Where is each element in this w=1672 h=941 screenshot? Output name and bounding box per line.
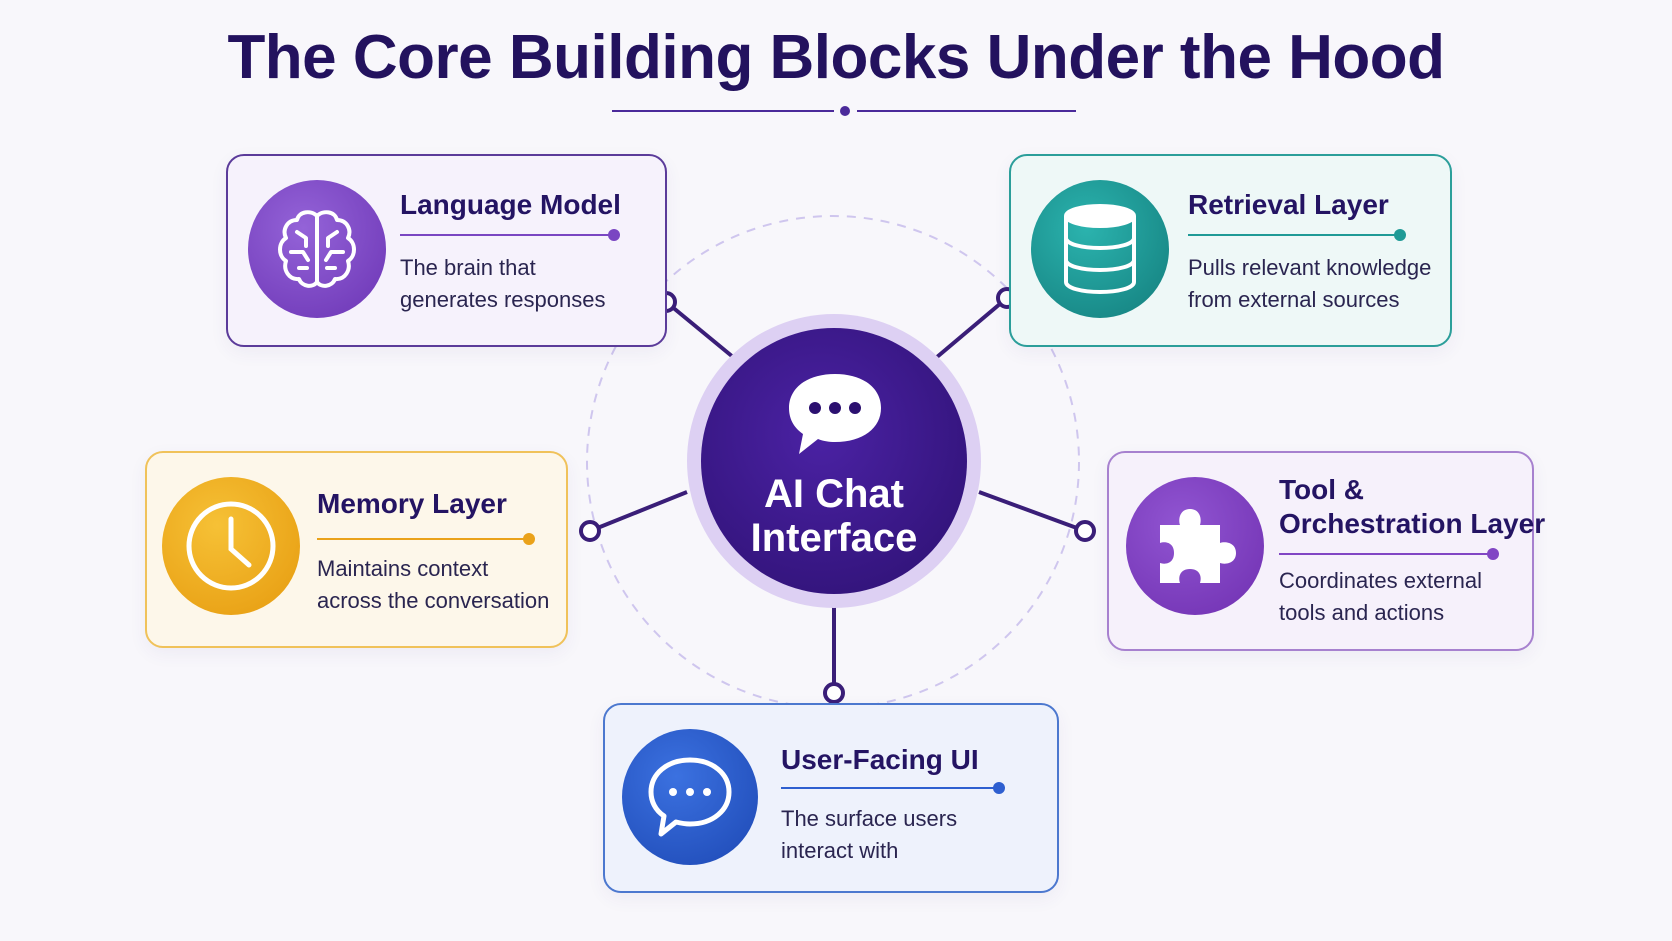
language-model-desc-line2: generates responses bbox=[400, 287, 606, 312]
tool-layer-rule bbox=[1279, 553, 1491, 555]
retrieval-layer-desc-line2: from external sources bbox=[1188, 287, 1400, 312]
connector-tool-layer bbox=[978, 490, 1086, 533]
retrieval-layer-description: Pulls relevant knowledge from external s… bbox=[1188, 252, 1431, 316]
hub-label-line1: AI Chat bbox=[764, 472, 904, 516]
user-ui-desc-line2: interact with bbox=[781, 838, 899, 863]
connector-memory-layer bbox=[589, 490, 688, 533]
memory-layer-desc-line1: Maintains context bbox=[317, 556, 489, 581]
language-model-desc-line1: The brain that bbox=[400, 255, 536, 280]
retrieval-layer-rule-dot bbox=[1394, 229, 1406, 241]
orbit-ring bbox=[586, 215, 1080, 709]
retrieval-layer-desc-line1: Pulls relevant knowledge bbox=[1188, 255, 1432, 280]
hub-ai-chat-interface: AI Chat Interface bbox=[687, 314, 981, 608]
connector-language-model bbox=[663, 299, 735, 359]
hub-core bbox=[701, 328, 967, 594]
user-ui-icon-circle bbox=[622, 729, 758, 865]
tool-layer-icon-circle bbox=[1126, 477, 1264, 615]
retrieval-layer-rule bbox=[1188, 234, 1398, 236]
language-model-description: The brain that generates responses bbox=[400, 252, 605, 316]
connector-retrieval-layer bbox=[935, 296, 1009, 359]
puzzle-piece-icon bbox=[1160, 509, 1236, 583]
title-divider bbox=[612, 106, 1076, 116]
card-memory-layer: Memory Layer Maintains context across th… bbox=[145, 451, 568, 648]
card-tool-orchestration-layer: Tool & Orchestration Layer Coordinates e… bbox=[1107, 451, 1545, 651]
language-model-title: Language Model bbox=[400, 189, 621, 220]
card-language-model: Language Model The brain that generates … bbox=[226, 154, 667, 347]
chat-bubble-dots-icon bbox=[789, 374, 881, 454]
card-retrieval-layer: Retrieval Layer Pulls relevant knowledge… bbox=[1009, 154, 1452, 347]
hub-label-line2: Interface bbox=[750, 516, 918, 560]
memory-layer-icon-circle bbox=[162, 477, 300, 615]
memory-layer-rule-dot bbox=[523, 533, 535, 545]
memory-layer-description: Maintains context across the conversatio… bbox=[317, 553, 549, 617]
language-model-rule bbox=[400, 234, 612, 236]
user-ui-title: User-Facing UI bbox=[781, 744, 979, 775]
node-user-ui bbox=[823, 682, 845, 704]
node-memory-layer bbox=[579, 520, 601, 542]
brain-icon bbox=[278, 210, 356, 288]
tool-layer-desc-line1: Coordinates external bbox=[1279, 568, 1483, 593]
user-ui-rule-dot bbox=[993, 782, 1005, 794]
user-ui-rule bbox=[781, 787, 997, 789]
user-ui-description: The surface users interact with bbox=[781, 803, 957, 867]
page-title: The Core Building Blocks Under the Hood bbox=[227, 23, 1445, 92]
tool-layer-title-line1: Tool & bbox=[1279, 474, 1365, 505]
clock-icon bbox=[186, 501, 276, 591]
retrieval-layer-title: Retrieval Layer bbox=[1188, 189, 1389, 220]
language-model-rule-dot bbox=[608, 229, 620, 241]
tool-layer-rule-dot bbox=[1487, 548, 1499, 560]
chat-bubble-icon bbox=[648, 757, 732, 837]
language-model-icon-circle bbox=[248, 180, 386, 318]
user-ui-desc-line1: The surface users bbox=[781, 806, 958, 831]
tool-layer-desc-line2: tools and actions bbox=[1279, 600, 1445, 625]
retrieval-layer-icon-circle bbox=[1031, 180, 1169, 318]
memory-layer-title: Memory Layer bbox=[317, 488, 507, 519]
memory-layer-desc-line2: across the conversation bbox=[317, 588, 550, 613]
tool-layer-description: Coordinates external tools and actions bbox=[1279, 565, 1482, 629]
node-tool-layer bbox=[1074, 520, 1096, 542]
card-user-facing-ui: User-Facing UI The surface users interac… bbox=[603, 703, 1059, 893]
tool-layer-title: Tool & Orchestration Layer bbox=[1279, 473, 1545, 541]
hub-label: AI Chat Interface bbox=[687, 472, 981, 560]
memory-layer-rule bbox=[317, 538, 527, 540]
tool-layer-title-line2: Orchestration Layer bbox=[1279, 508, 1546, 539]
database-icon bbox=[1064, 204, 1136, 295]
